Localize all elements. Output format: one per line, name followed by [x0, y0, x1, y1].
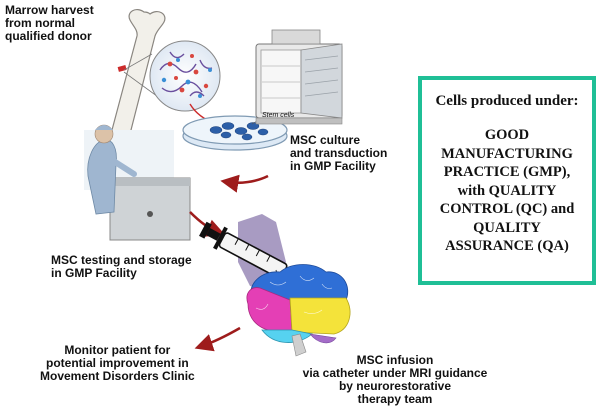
arrow-culture-to-testing — [220, 174, 269, 193]
marrow-cells-icon — [149, 40, 221, 112]
dish-label: Stem cells — [262, 112, 295, 119]
step-culture-label: MSC culture and transduction in GMP Faci… — [290, 133, 388, 173]
arrow-testing-to-infusion — [189, 211, 226, 237]
step-monitor-label: Monitor patient for potential improvemen… — [40, 343, 195, 383]
step-harvest-label: Marrow harvest from normal qualified don… — [5, 3, 94, 43]
gmp-box-body: GOOD MANUFACTURING PRACTICE (GMP), with … — [439, 127, 575, 254]
lab-technician-icon — [84, 124, 191, 241]
step-infusion-label: MSC infusion via catheter under MRI guid… — [302, 353, 488, 406]
brain-icon — [246, 264, 351, 357]
gmp-info-box: Cells produced under: GOOD MANUFACTURING… — [418, 76, 596, 285]
arrow-infusion-to-monitor — [194, 326, 241, 352]
step-testing-label: MSC testing and storage in GMP Facility — [51, 253, 192, 280]
syringe-icon — [199, 214, 310, 290]
incubator-icon — [255, 29, 343, 125]
gmp-box-heading: Cells produced under: — [435, 93, 579, 109]
